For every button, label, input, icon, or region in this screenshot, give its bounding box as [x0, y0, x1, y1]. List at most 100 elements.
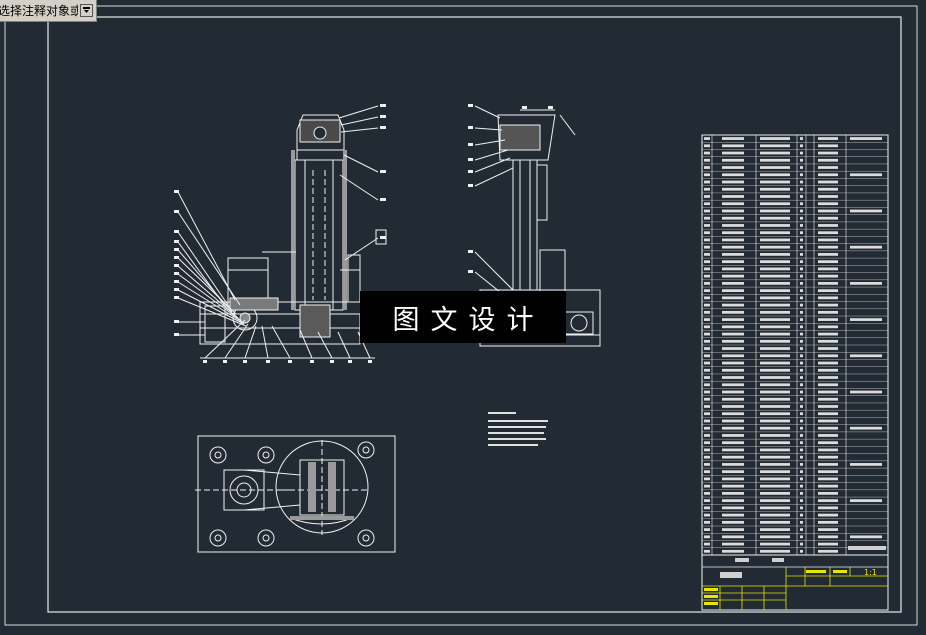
table-cell-text [722, 455, 744, 459]
table-cell-text [704, 303, 710, 307]
table-cell-text [818, 267, 838, 271]
table-cell-text [722, 542, 744, 546]
table-cell-text [800, 173, 803, 177]
table-cell-text [800, 238, 803, 242]
table-cell-text [704, 137, 710, 140]
table-cell-text [800, 202, 803, 206]
table-cell-text [722, 260, 744, 264]
table-cell-text [704, 339, 710, 343]
table-cell-text [704, 448, 710, 452]
table-cell-text [722, 137, 744, 140]
table-cell-text [722, 383, 744, 387]
table-cell-text [704, 528, 710, 531]
table-cell-text [704, 260, 710, 264]
table-cell-text [818, 260, 838, 264]
table-cell-text [850, 318, 882, 321]
table-cell-text [818, 419, 838, 423]
table-cell-text [818, 412, 838, 416]
table-cell-text [818, 455, 838, 459]
table-cell-text [704, 492, 710, 495]
table-cell-text [818, 549, 838, 553]
command-prompt-text: 选择注释对象或 [0, 4, 78, 18]
table-cell-text [722, 535, 744, 539]
table-cell-text [818, 238, 838, 242]
front-view[interactable] [177, 105, 379, 359]
table-cell-text [704, 187, 710, 191]
table-cell-text [818, 339, 838, 343]
table-cell-text [760, 289, 790, 292]
table-cell-text [722, 245, 744, 249]
table-cell-text [722, 441, 744, 445]
table-cell-text [818, 245, 838, 249]
table-cell-text [760, 477, 790, 481]
table-cell-text [760, 209, 790, 213]
command-prompt[interactable]: 选择注释对象或 [0, 0, 97, 22]
table-cell-text [704, 195, 710, 198]
table-cell-text [818, 426, 838, 430]
table-cell-text [722, 166, 744, 169]
table-cell-text [818, 202, 838, 206]
table-cell-text [722, 325, 744, 329]
table-cell-text [818, 484, 838, 488]
table-cell-text [818, 325, 838, 329]
table-cell-text [704, 282, 710, 285]
table-cell-text [722, 448, 744, 452]
table-cell-text [760, 195, 790, 198]
table-cell-text [704, 397, 710, 401]
table-cell-text [722, 332, 744, 336]
table-cell-text [818, 405, 838, 408]
table-cell-text [760, 158, 790, 162]
table-cell-text [818, 448, 838, 452]
top-view[interactable] [195, 435, 396, 553]
table-cell-text [760, 151, 790, 155]
table-cell-text [722, 339, 744, 343]
table-cell-text [704, 484, 710, 488]
table-cell-text [800, 390, 803, 394]
table-cell-text [818, 390, 838, 394]
table-cell-text [818, 296, 838, 300]
table-cell-text [800, 419, 803, 423]
table-cell-text [704, 426, 710, 430]
table-cell-text [760, 216, 790, 220]
table-cell-text [800, 434, 803, 437]
table-cell-text [800, 137, 803, 140]
table-cell-text [800, 253, 803, 256]
table-cell-text [722, 368, 744, 372]
parts-list-table[interactable] [701, 134, 889, 556]
table-cell-text [800, 383, 803, 387]
table-cell-text [818, 463, 838, 466]
table-cell-text [722, 238, 744, 242]
table-cell-text [800, 484, 803, 488]
table-cell-text [800, 325, 803, 329]
table-cell-text [722, 412, 744, 416]
title-block[interactable] [701, 546, 889, 611]
table-cell-text [818, 195, 838, 198]
table-cell-text [722, 180, 744, 184]
table-cell-text [722, 195, 744, 198]
table-cell-text [760, 542, 790, 546]
dropdown-arrow-icon[interactable] [80, 4, 93, 17]
table-cell-text [760, 520, 790, 524]
table-cell-text [800, 549, 803, 553]
table-cell-text [704, 419, 710, 423]
table-cell-text [760, 426, 790, 430]
table-cell-text [760, 144, 790, 148]
table-cell-text [818, 137, 838, 140]
table-cell-text [722, 231, 744, 235]
table-cell-text [704, 151, 710, 155]
table-cell-text [704, 549, 710, 553]
table-cell-text [800, 224, 803, 227]
table-cell-text [800, 492, 803, 495]
table-cell-text [760, 390, 790, 394]
table-cell-text [704, 368, 710, 372]
table-cell-text [818, 332, 838, 336]
table-cell-text [704, 274, 710, 278]
table-cell-text [704, 405, 710, 408]
table-cell-text [818, 434, 838, 437]
table-cell-text [818, 361, 838, 365]
table-cell-text [818, 354, 838, 358]
table-cell-text [818, 383, 838, 387]
table-cell-text [722, 347, 744, 350]
table-cell-text [704, 180, 710, 184]
